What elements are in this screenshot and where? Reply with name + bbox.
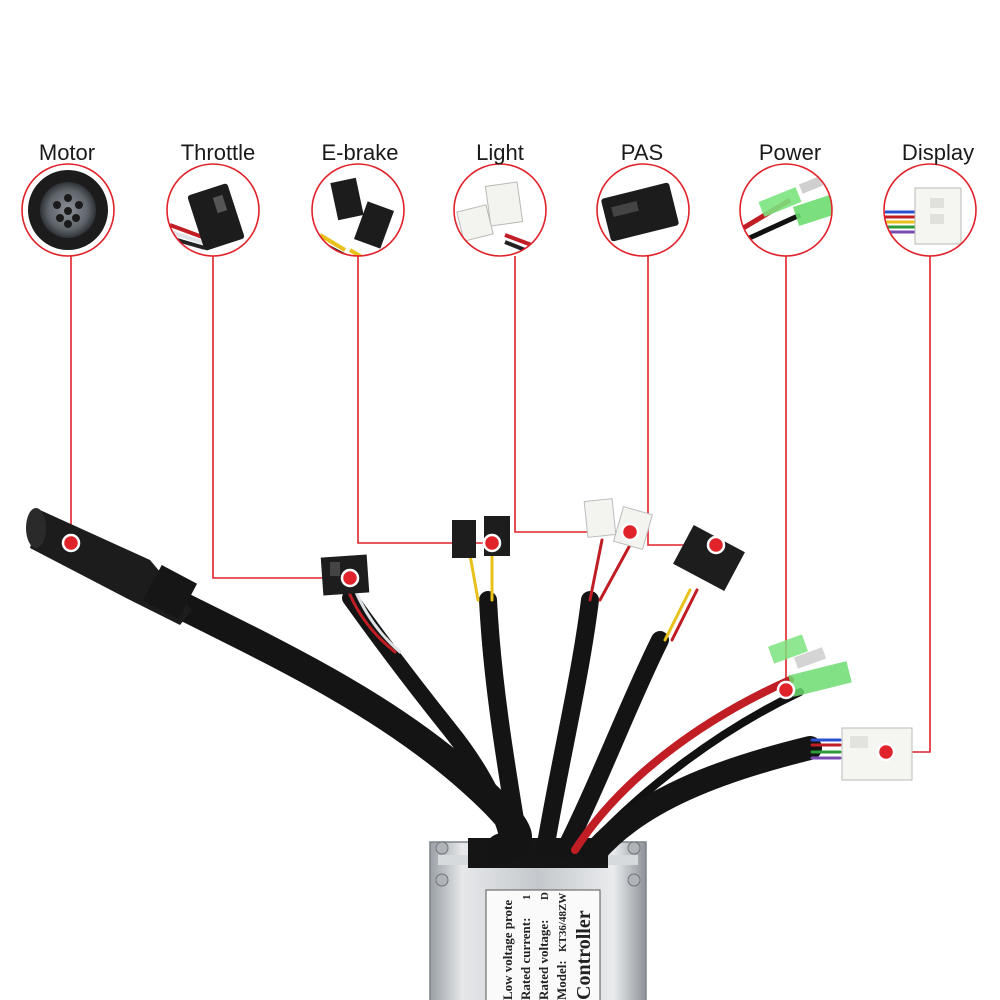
- light-connector-icon: [453, 163, 547, 257]
- motor-plug: [26, 508, 198, 625]
- model-value: KT36/48ZW: [557, 893, 569, 952]
- rated-voltage-value: D: [539, 892, 551, 900]
- spec-label-plate: [485, 889, 601, 1000]
- pas-callout-line: [647, 256, 716, 546]
- controller-title: Controller: [573, 910, 595, 1000]
- motor-connector-icon: [21, 163, 115, 257]
- pas-plug: [673, 524, 745, 592]
- throttle-label: Throttle: [180, 140, 256, 165]
- light-marker: [620, 522, 640, 542]
- ebrake-label: E-brake: [321, 140, 399, 165]
- model-label: Model:: [554, 960, 569, 1000]
- ebrake-cable: [479, 591, 529, 859]
- display-marker: [876, 742, 896, 762]
- light-label: Light: [476, 140, 524, 165]
- screw: [627, 873, 641, 887]
- ebrake-callout-line: [357, 256, 492, 544]
- light-cable: [536, 591, 599, 859]
- rated-current-value: 1: [521, 895, 533, 901]
- motor-label: Motor: [38, 140, 96, 165]
- motor-cable: [136, 576, 532, 864]
- pas-connector-icon: [596, 163, 690, 257]
- display-label: Display: [901, 140, 975, 165]
- power-plugs: [768, 634, 852, 697]
- throttle-connector-icon: [166, 163, 260, 257]
- pas-marker: [706, 535, 726, 555]
- cable-bundle: [136, 538, 842, 864]
- display-callout-line: [886, 256, 931, 753]
- pas-cable: [556, 631, 669, 859]
- light-callout-line: [514, 256, 630, 533]
- power-wire-red: [571, 676, 794, 854]
- screw: [435, 841, 449, 855]
- callout-lines: [70, 256, 931, 753]
- connector-icons: [21, 163, 977, 257]
- rated-current-label: Rated current:: [518, 918, 533, 1000]
- throttle-marker: [340, 568, 360, 588]
- low-voltage-label: Low voltage prote: [500, 900, 515, 1000]
- power-label: Power: [758, 140, 822, 165]
- rated-voltage-label: Rated voltage:: [536, 919, 551, 1000]
- power-marker: [776, 680, 796, 700]
- screw: [435, 873, 449, 887]
- ebrake-plugs: [452, 516, 510, 558]
- display-cable: [583, 736, 822, 864]
- light-plugs: [583, 498, 653, 551]
- motor-marker: [61, 533, 81, 553]
- power-connector-icon: [739, 163, 833, 257]
- ebrake-marker: [482, 533, 502, 553]
- screw: [627, 841, 641, 855]
- display-connector-icon: [883, 163, 977, 257]
- throttle-callout-line: [212, 256, 350, 579]
- pas-label: PAS: [620, 140, 664, 165]
- controller-housing: Controller Model: KT36/48ZW Rated voltag…: [429, 838, 647, 1000]
- ebrake-connector-icon: [311, 163, 405, 257]
- connection-markers: [61, 522, 896, 762]
